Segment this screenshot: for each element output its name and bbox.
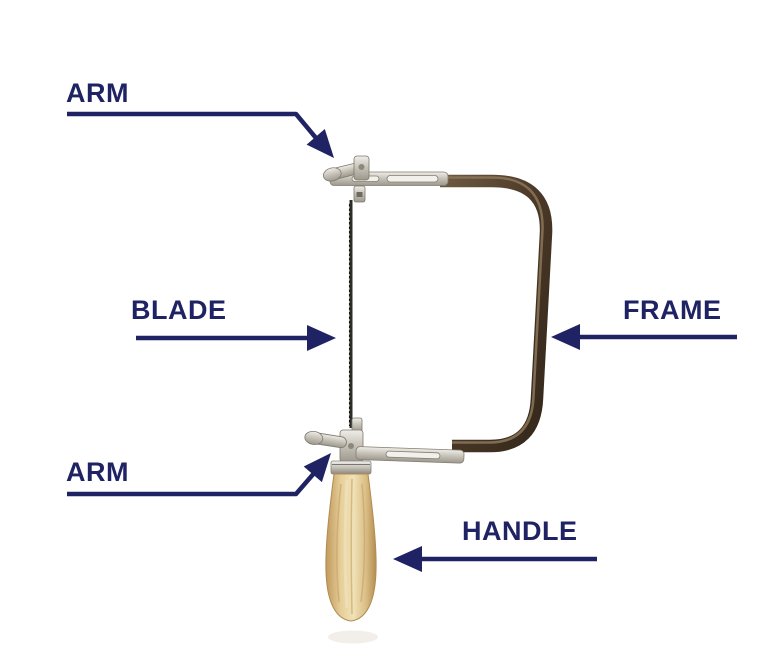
saw-frame-highlight xyxy=(440,176,544,444)
bottom-blade-clamp xyxy=(304,417,364,463)
arm-bottom-arrow xyxy=(67,453,331,497)
handle-arrowhead xyxy=(393,546,422,572)
arm-top-arrowhead xyxy=(306,129,334,158)
handle-shadow xyxy=(328,630,378,644)
frame-label: FRAME xyxy=(623,295,722,325)
bottom-clamp-pivot xyxy=(348,443,354,449)
arm-top-label: ARM xyxy=(66,78,129,108)
handle-arrow xyxy=(393,546,597,572)
top-blade-clamp xyxy=(323,155,370,203)
blade-label: BLADE xyxy=(131,295,227,325)
frame-arrowhead xyxy=(551,324,580,350)
wood-grain-2 xyxy=(350,478,353,615)
bottom-tension-lever xyxy=(304,430,347,449)
arm-bottom-arrowhead xyxy=(303,453,331,483)
handle-ferrule xyxy=(330,460,372,475)
top-clamp-pivot xyxy=(358,164,365,170)
blade-arrow xyxy=(136,325,336,351)
saw-handle xyxy=(325,473,377,622)
bottom-arm-slot xyxy=(385,450,441,460)
arm-bottom-label: ARM xyxy=(66,457,129,487)
wood-highlight xyxy=(343,479,349,609)
saw-blade xyxy=(348,200,353,428)
frame-arrow xyxy=(551,324,737,350)
wood-grain-3 xyxy=(360,483,366,603)
saw-bottom-arm xyxy=(355,446,465,464)
saw-frame xyxy=(440,174,553,453)
top-clamp-pin-detail xyxy=(356,192,363,197)
arm-top-arrow xyxy=(67,111,334,158)
blade-arrowhead xyxy=(307,325,336,351)
handle-label: HANDLE xyxy=(462,516,578,546)
wood-grain-1 xyxy=(336,483,342,603)
top-arm-slot-2 xyxy=(386,175,439,183)
